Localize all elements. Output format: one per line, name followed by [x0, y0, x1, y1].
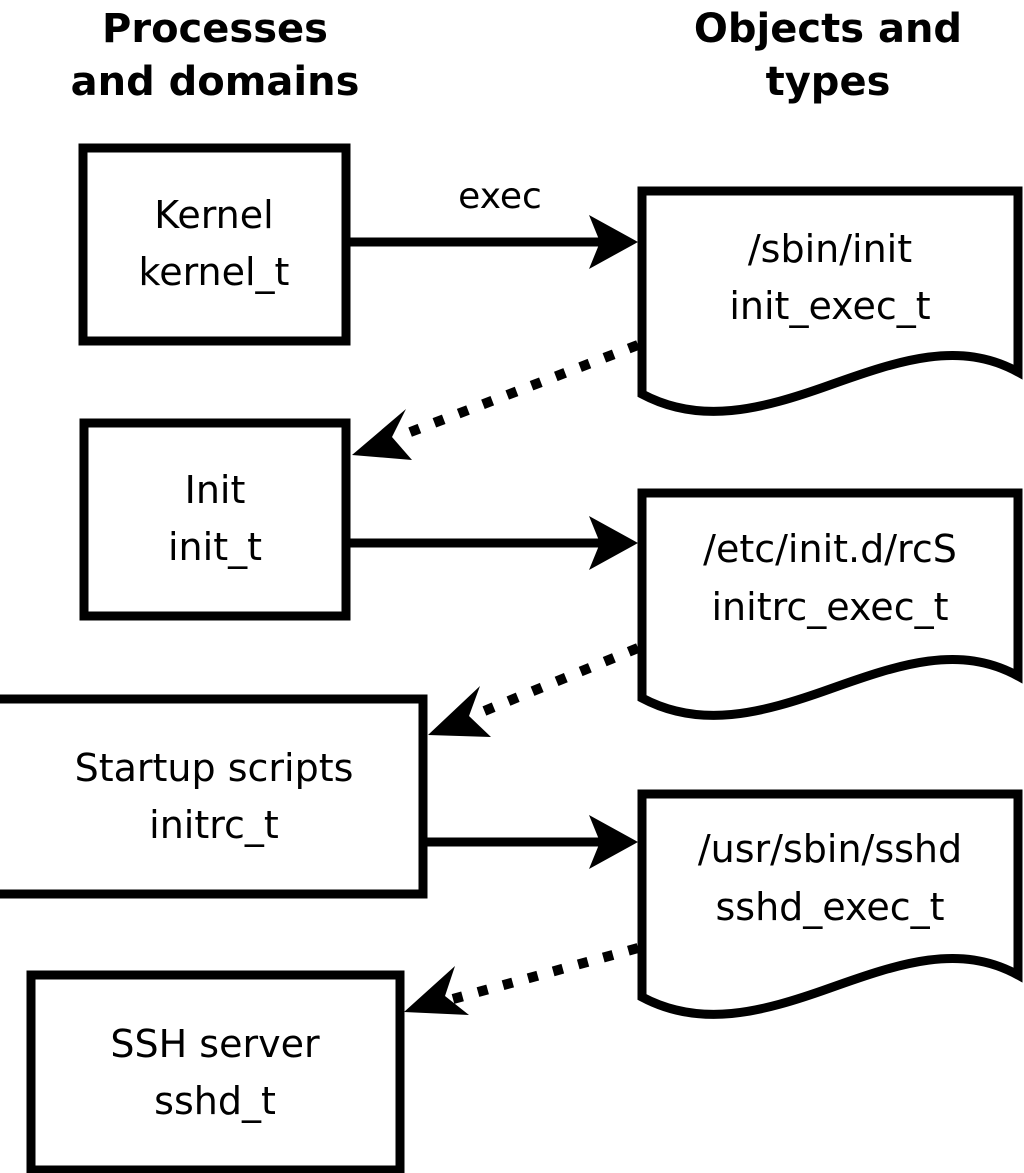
edge-init-exec-initrc_exec — [350, 516, 638, 570]
node-kernel-box[interactable] — [78, 143, 351, 346]
node-initrc_exec-line2: initrc_exec_t — [712, 585, 949, 629]
edge-initrc_exec-transition-line — [475, 643, 640, 719]
node-sshd-box[interactable] — [26, 970, 405, 1173]
edge-init_exec-transition-line — [398, 340, 640, 441]
edge-init_exec-transition-arrowhead — [352, 409, 412, 460]
edge-sshd_exec-transition-line — [451, 943, 640, 1004]
node-initrc-line1: Startup scripts — [75, 746, 354, 790]
node-initrc_exec-line1: /etc/init.d/rcS — [703, 527, 957, 571]
edge-initrc_exec-transition-arrowhead — [428, 686, 491, 737]
node-initrc_exec[interactable]: /etc/init.d/rcS initrc_exec_t — [637, 488, 1023, 720]
edge-kernel-exec-init_exec: exec — [350, 176, 638, 269]
node-initrc[interactable]: Startup scripts initrc_t — [0, 694, 428, 899]
node-init-line2: init_t — [168, 525, 262, 569]
node-sshd[interactable]: SSH server sshd_t — [26, 970, 405, 1173]
node-init_exec-line2: init_exec_t — [729, 284, 930, 328]
column-title-objects-line2: types — [766, 59, 891, 105]
edge-label-exec: exec — [458, 176, 542, 217]
edge-init-exec-arrowhead — [589, 516, 638, 570]
node-sshd-line2: sshd_t — [154, 1079, 276, 1123]
column-title-processes-line1: Processes — [102, 6, 328, 52]
node-kernel[interactable]: Kernel kernel_t — [78, 143, 351, 346]
node-sshd_exec-line1: /usr/sbin/sshd — [698, 827, 962, 871]
edge-kernel-exec-arrowhead — [589, 215, 638, 269]
node-initrc_exec-document-shape[interactable] — [637, 488, 1023, 720]
node-init[interactable]: Init init_t — [79, 418, 351, 621]
node-sshd_exec[interactable]: /usr/sbin/sshd sshd_exec_t — [637, 789, 1023, 1019]
node-initrc-line2: initrc_t — [149, 803, 279, 847]
node-sshd_exec-line2: sshd_exec_t — [715, 885, 944, 929]
edge-initrc-exec-arrowhead — [589, 815, 638, 869]
column-title-processes: Processes and domains — [71, 6, 360, 105]
node-init_exec-line1: /sbin/init — [748, 227, 912, 271]
edge-initrc-exec-sshd_exec — [427, 815, 638, 869]
column-title-processes-line2: and domains — [71, 59, 360, 105]
node-init-line1: Init — [185, 468, 246, 512]
node-initrc-box[interactable] — [0, 694, 428, 899]
edge-initrc_exec-transition-initrc — [428, 643, 640, 737]
node-init_exec[interactable]: /sbin/init init_exec_t — [637, 186, 1023, 416]
column-title-objects-line1: Objects and — [694, 6, 962, 52]
column-title-objects: Objects and types — [694, 6, 962, 105]
node-kernel-line1: Kernel — [154, 193, 273, 237]
edge-sshd_exec-transition-sshd — [404, 943, 640, 1015]
node-sshd-line1: SSH server — [110, 1022, 320, 1066]
node-kernel-line2: kernel_t — [139, 250, 290, 294]
edge-sshd_exec-transition-arrowhead — [404, 966, 469, 1015]
node-init-box[interactable] — [79, 418, 351, 621]
node-sshd_exec-document-shape[interactable] — [637, 789, 1023, 1019]
node-init_exec-document-shape[interactable] — [637, 186, 1023, 416]
edge-init_exec-transition-init — [352, 340, 640, 460]
